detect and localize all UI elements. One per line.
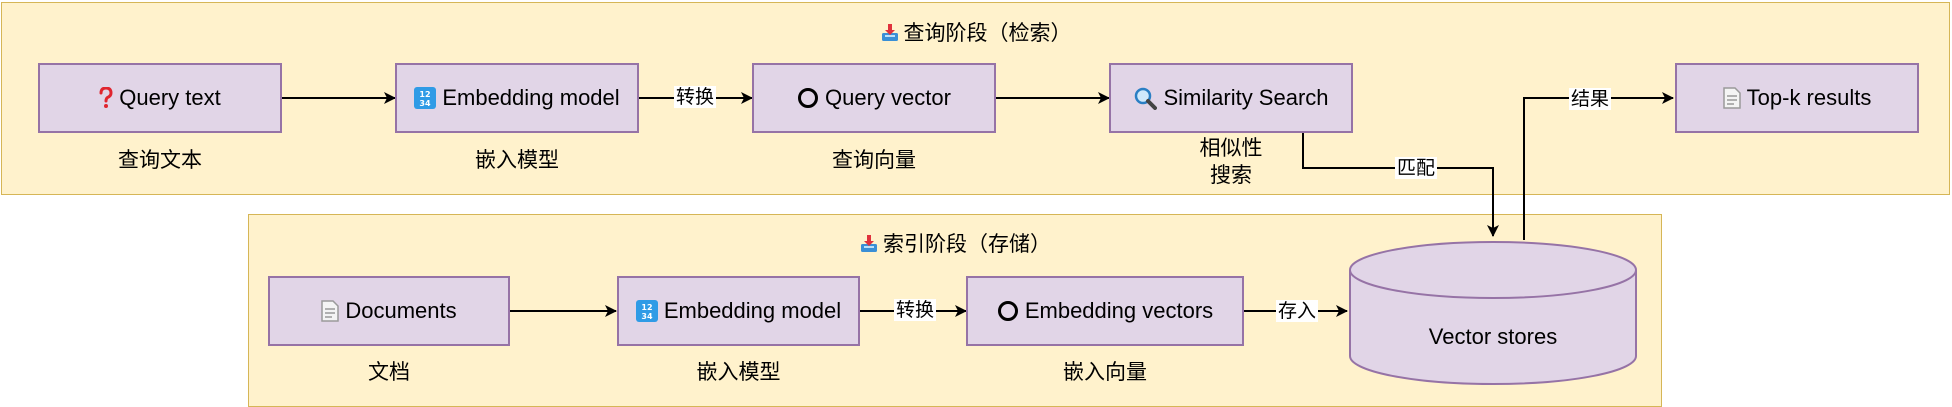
svg-text:12: 12 [641, 303, 652, 312]
query-vector-node[interactable]: Query vector [752, 63, 996, 133]
svg-text:34: 34 [420, 99, 432, 108]
similarity-search-node[interactable]: Similarity Search [1109, 63, 1353, 133]
edge-label-result: 结果 [1568, 88, 1612, 110]
document-icon [321, 300, 340, 322]
edge-label-match: 匹配 [1394, 157, 1438, 179]
embedding-vectors-caption: 嵌入向量 [1063, 360, 1147, 384]
query-text-node[interactable]: Query text [38, 63, 282, 133]
edge-label-convert-query: 转换 [673, 86, 717, 108]
index-phase-title: 索引阶段（存储） [249, 228, 1661, 259]
vector-store-cylinder [1349, 241, 1637, 385]
documents-caption: 文档 [368, 360, 410, 384]
document-icon [1722, 87, 1741, 109]
circle-icon [997, 300, 1019, 322]
inbox-tray-icon [859, 234, 879, 259]
query-vector-caption: 查询向量 [832, 148, 916, 172]
query-text-caption: 查询文本 [118, 148, 202, 172]
similarity-search-caption: 相似性 搜索 [1199, 136, 1263, 187]
magnifier-icon [1133, 86, 1158, 110]
svg-text:12: 12 [420, 90, 431, 99]
svg-text:34: 34 [641, 312, 653, 321]
query-phase-title: 查询阶段（检索） [2, 17, 1949, 48]
top-k-results-node[interactable]: Top-k results [1675, 63, 1919, 133]
documents-node[interactable]: Documents [268, 276, 510, 346]
circle-icon [797, 87, 819, 109]
query-embedding-model-caption: 嵌入模型 [475, 148, 559, 172]
embedding-vectors-node[interactable]: Embedding vectors [966, 276, 1244, 346]
edge-vectorstore-to-topk [1523, 92, 1674, 240]
edge-label-store: 存入 [1275, 300, 1319, 322]
index-embedding-model-caption: 嵌入模型 [696, 360, 781, 384]
inbox-tray-icon [880, 23, 900, 48]
edge-label-convert-index: 转换 [893, 299, 937, 321]
edge-search-to-vectorstore [1302, 132, 1499, 237]
question-mark-icon [99, 87, 113, 109]
vector-store-label: Vector stores [1428, 324, 1558, 349]
